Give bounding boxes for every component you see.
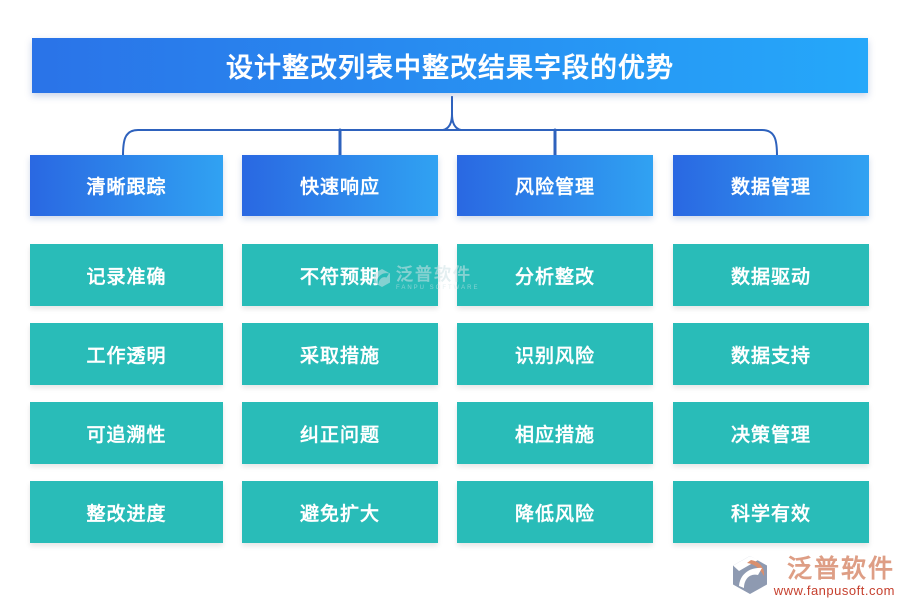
header-data-management: 数据管理 bbox=[673, 155, 869, 216]
footer-logo: 泛普软件 www.fanpusoft.com bbox=[730, 555, 895, 597]
item-box: 不符预期 bbox=[242, 244, 438, 306]
item-box: 记录准确 bbox=[30, 244, 223, 306]
item-box: 工作透明 bbox=[30, 323, 223, 385]
item-box: 避免扩大 bbox=[242, 481, 438, 543]
item-box: 相应措施 bbox=[457, 402, 653, 464]
item-box: 数据驱动 bbox=[673, 244, 869, 306]
branch-stem-right bbox=[451, 96, 462, 131]
item-box: 决策管理 bbox=[673, 402, 869, 464]
item-box: 数据支持 bbox=[673, 323, 869, 385]
fanpu-logo-url: www.fanpusoft.com bbox=[773, 583, 895, 598]
item-box: 科学有效 bbox=[673, 481, 869, 543]
fanpu-logo-icon bbox=[732, 556, 767, 594]
item-box: 采取措施 bbox=[242, 323, 438, 385]
header-quick-response: 快速响应 bbox=[242, 155, 438, 216]
branch-stem-left bbox=[442, 96, 453, 131]
header-risk-management: 风险管理 bbox=[457, 155, 653, 216]
branch-main-line bbox=[122, 129, 778, 157]
header-clear-tracking: 清晰跟踪 bbox=[30, 155, 223, 216]
item-box: 识别风险 bbox=[457, 323, 653, 385]
diagram-title: 设计整改列表中整改结果字段的优势 bbox=[32, 38, 868, 93]
item-box: 分析整改 bbox=[457, 244, 653, 306]
item-box: 降低风险 bbox=[457, 481, 653, 543]
item-box: 可追溯性 bbox=[30, 402, 223, 464]
item-box: 纠正问题 bbox=[242, 402, 438, 464]
item-box: 整改进度 bbox=[30, 481, 223, 543]
fanpu-logo-name: 泛普软件 bbox=[786, 555, 895, 583]
